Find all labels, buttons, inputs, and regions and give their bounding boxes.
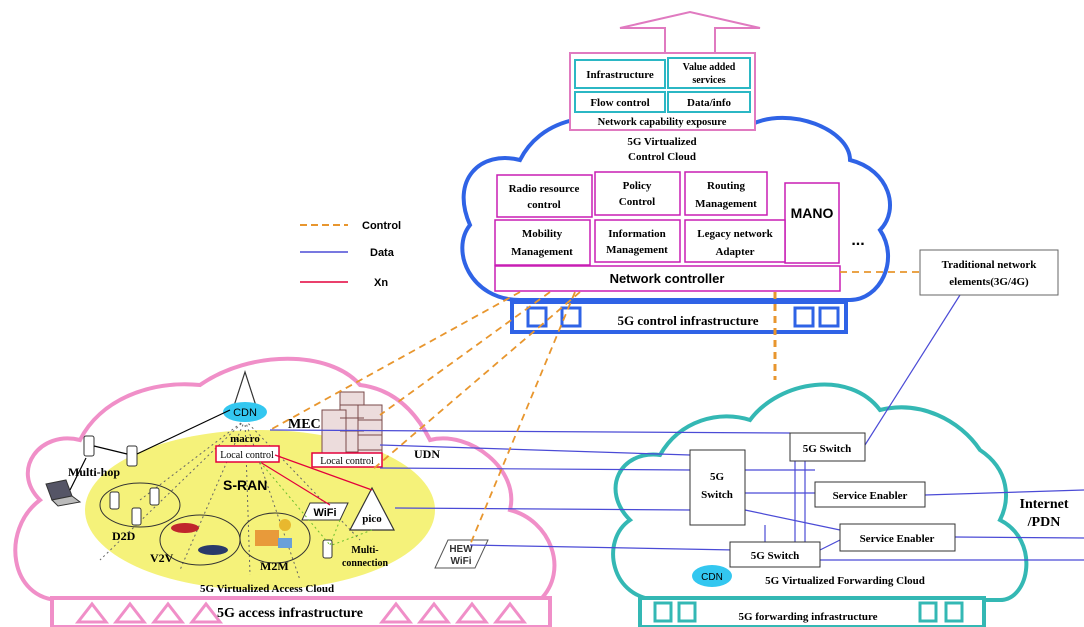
- routing-label-1: Routing: [707, 180, 745, 192]
- macro-label: macro: [230, 433, 260, 445]
- local-control-udn-label: Local control: [320, 456, 374, 467]
- multiconn-label-2: connection: [342, 558, 389, 569]
- control-modules: [494, 171, 840, 266]
- exposure-up-arrow-icon: [619, 10, 761, 54]
- service-enabler-2-label: Service Enabler: [860, 533, 935, 545]
- information-label-1: Information: [608, 228, 665, 240]
- wifi-label: WiFi: [313, 507, 336, 519]
- control-cloud-title-1: 5G Virtualized: [627, 136, 696, 148]
- cdn-macro-label: CDN: [233, 407, 257, 419]
- mano-label: MANO: [791, 205, 834, 221]
- v2v-label: V2V: [150, 551, 174, 565]
- access-cloud-label: 5G Virtualized Access Cloud: [200, 583, 334, 595]
- internet-label-1: Internet: [1020, 497, 1069, 512]
- v2v-cars-icon: [171, 523, 228, 555]
- mec-label: MEC: [288, 417, 321, 432]
- exposure-caption: Network capability exposure: [598, 117, 727, 128]
- multihop-links: [69, 409, 231, 491]
- d2d-ellipse: [99, 482, 181, 528]
- forwarding-infra-squares: [653, 601, 964, 623]
- hew-label-1: HEW: [449, 544, 473, 555]
- network-controller-bar: [494, 265, 841, 292]
- mobility-label-1: Mobility: [522, 228, 563, 240]
- exposure-value-added-box: [667, 57, 751, 89]
- forwarding-cloud-label: 5G Virtualized Forwarding Cloud: [765, 575, 925, 587]
- m2m-label: M2M: [260, 559, 289, 573]
- multiconn-label-1: Multi-: [351, 545, 378, 556]
- radio-resource-label-2: control: [527, 199, 560, 211]
- d2d-devices: [109, 487, 160, 526]
- legend-xn-label: Xn: [374, 277, 388, 289]
- switch-bottom-box: [729, 541, 821, 568]
- local-control-macro-box: [215, 445, 280, 463]
- switch-top-box: [789, 432, 866, 462]
- internet-label-2: /PDN: [1027, 515, 1061, 530]
- service-enabler-2-box: [839, 523, 956, 552]
- forwarding-internal-links: [744, 460, 841, 551]
- exposure-flow-control-box: [574, 91, 666, 113]
- switch-main-box: [689, 449, 746, 526]
- network-controller-label: Network controller: [610, 271, 725, 286]
- mobility-label-2: Management: [511, 246, 573, 258]
- control-infra-squares: [526, 306, 840, 328]
- policy-label-1: Policy: [623, 180, 652, 192]
- data-links: [269, 294, 1084, 561]
- hew-wifi-box: [434, 539, 489, 569]
- legend-data-label: Data: [370, 247, 395, 259]
- switch-top-label: 5G Switch: [803, 443, 852, 455]
- access-infrastructure-label: 5G access infrastructure: [217, 606, 363, 621]
- traditional-label-1: Traditional network: [942, 259, 1038, 271]
- traditional-label-2: elements(3G/4G): [949, 276, 1029, 288]
- exposure-flow-control-label: Flow control: [590, 97, 649, 109]
- ellipsis-label: ...: [851, 232, 864, 249]
- legend-control-label: Control: [362, 220, 401, 232]
- exposure-data-info-label: Data/info: [687, 97, 732, 109]
- service-enabler-1-box: [814, 481, 926, 508]
- policy-label-2: Control: [619, 196, 655, 208]
- exposure-infrastructure-box: [574, 59, 666, 89]
- cdn-macro-icon: [223, 402, 267, 422]
- green-dotted-links: [259, 461, 373, 546]
- control-infrastructure-label: 5G control infrastructure: [617, 313, 758, 328]
- exposure-data-info-box: [667, 91, 751, 113]
- control-links: [269, 271, 920, 546]
- pico-label: pico: [362, 513, 382, 525]
- traditional-network-box: [919, 249, 1059, 296]
- switch-main-label-1: 5G: [710, 471, 725, 483]
- forwarding-infrastructure-label: 5G forwarding infrastructure: [738, 611, 877, 623]
- switch-bottom-label: 5G Switch: [751, 550, 800, 562]
- information-label-2: Management: [606, 244, 668, 256]
- access-infra-triangles: [74, 601, 528, 624]
- exposure-infrastructure-label: Infrastructure: [586, 69, 654, 81]
- multihop-label: Multi-hop: [68, 465, 120, 479]
- access-ellipse: [85, 430, 435, 590]
- cdn-forwarding-icon: [692, 565, 732, 587]
- radio-resource-label-1: Radio resource: [509, 183, 580, 195]
- legend: Control Data Xn: [300, 220, 401, 289]
- laptop-icon: [45, 479, 82, 507]
- legacy-label-1: Legacy network: [697, 228, 773, 240]
- local-control-udn-box: [311, 452, 383, 468]
- d2d-label: D2D: [112, 529, 136, 543]
- exposure-value-added-label-1: Value added: [683, 62, 736, 73]
- service-enabler-1-label: Service Enabler: [833, 490, 908, 502]
- sran-label: S-RAN: [223, 477, 267, 493]
- exposure-value-added-label-2: services: [692, 75, 725, 86]
- local-control-macro-label: Local control: [220, 450, 274, 461]
- xn-links: [259, 454, 373, 506]
- udn-label: UDN: [414, 447, 440, 461]
- legacy-label-2: Adapter: [715, 246, 754, 258]
- switch-main-label-2: Switch: [701, 489, 733, 501]
- m2m-machine-icon: [255, 519, 292, 548]
- control-cloud-title-2: Control Cloud: [628, 151, 696, 163]
- hew-label-2: WiFi: [450, 556, 471, 567]
- cdn-forwarding-label: CDN: [701, 572, 723, 583]
- routing-label-2: Management: [695, 198, 757, 210]
- m2m-ellipse: [239, 512, 311, 564]
